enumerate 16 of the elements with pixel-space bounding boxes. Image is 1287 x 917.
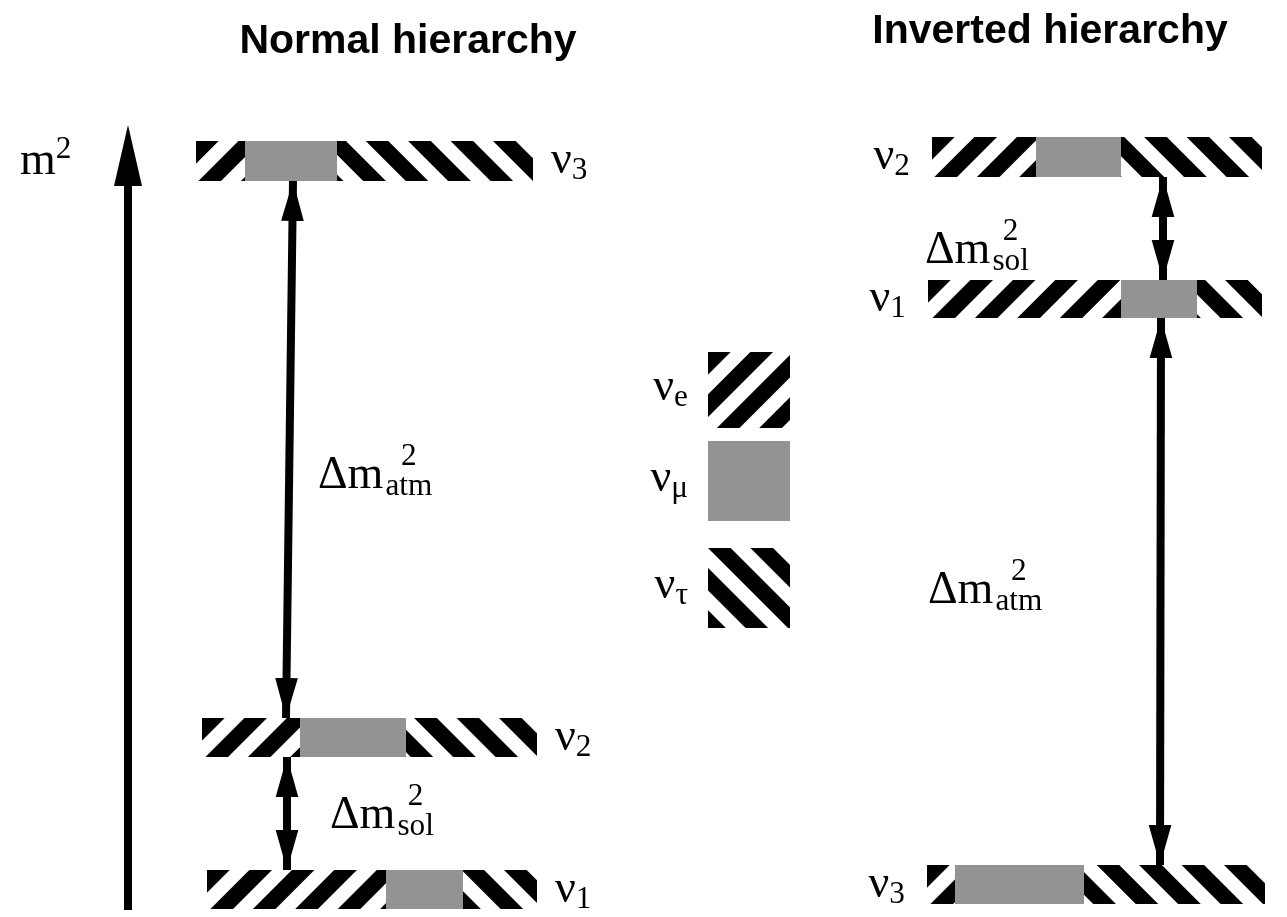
mass-state-label: ν$_{2}$ — [873, 131, 910, 181]
mass-state-label: ν$_{2}$ — [555, 711, 592, 762]
double-arrow — [275, 757, 299, 870]
double-arrow — [275, 180, 304, 719]
double-arrow — [1148, 318, 1173, 865]
panel-heading: Inverted hierarchy — [872, 6, 1228, 53]
mass-state-label: ν$_{1}$ — [555, 863, 592, 914]
mass-state-label: ν$_{3}$ — [551, 135, 588, 185]
panel-heading: Normal hierarchy — [239, 16, 577, 63]
legend-label: ν$_{e}$ — [653, 362, 688, 412]
mass-state-label: ν$_{3}$ — [868, 858, 905, 909]
legend-label: ν$_{τ}$ — [654, 560, 688, 610]
mass-state-label: ν$_{1}$ — [869, 273, 906, 323]
legend-label: ν$_{μ}$ — [650, 453, 688, 503]
axis-label: m$^{2}$ — [20, 132, 72, 182]
double-arrow — [1151, 177, 1175, 280]
